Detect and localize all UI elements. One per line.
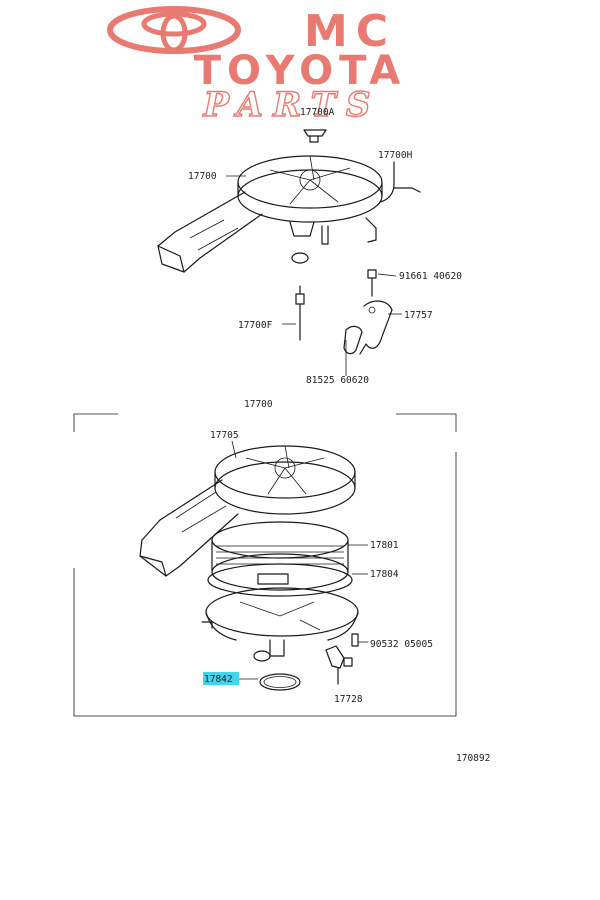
label-17705: 17705: [210, 430, 239, 441]
label-90532-05005: 90532 05005: [370, 639, 433, 650]
label-17842: 17842: [204, 674, 233, 685]
toyota-logo: MC TOYOTA PARTS: [107, 6, 407, 126]
label-17700: 17700: [188, 171, 217, 182]
label-17700h: 17700H: [378, 150, 413, 161]
logo-parts-text: PARTS: [203, 85, 381, 125]
label-17700-group: 17700: [244, 399, 273, 410]
stud-17700f-part: [295, 285, 305, 341]
label-17700f: 17700F: [238, 320, 273, 331]
highlight-17842: [203, 672, 239, 685]
figure-number: 170892: [456, 753, 490, 764]
gasket-17804: [207, 563, 353, 597]
label-81525-60620: 81525 60620: [306, 375, 369, 386]
air-cleaner-housing-lower: [139, 445, 356, 577]
hose-fitting-part: [379, 161, 421, 203]
air-cleaner-housing-upper: [157, 155, 383, 273]
o-ring-17842-part: [259, 673, 301, 691]
logo-mc-text: MC: [304, 6, 396, 57]
filter-element-17801: [211, 521, 349, 591]
assembly-bracket-frame: [73, 413, 457, 717]
lower-assembly: 17700 17705 17801: [73, 399, 457, 717]
label-17728: 17728: [334, 694, 363, 705]
label-17700a: 17700A: [300, 107, 335, 118]
label-17801: 17801: [370, 540, 399, 551]
valve-17728-part: [325, 645, 353, 685]
upper-assembly: 17700A 17700 17700H: [157, 107, 462, 386]
logo-toyota-text: TOYOTA: [194, 48, 407, 94]
toyota-emblem-icon: [107, 6, 241, 54]
bracket-17757-part: [343, 300, 393, 355]
bolt-90532-part: [351, 633, 359, 647]
label-17757: 17757: [404, 310, 433, 321]
bolt-91661-part: [367, 269, 377, 297]
lower-case: [201, 587, 359, 662]
label-17804: 17804: [370, 569, 399, 580]
label-91661-40620: 91661 40620: [399, 271, 462, 282]
wing-nut-part: [303, 129, 327, 143]
